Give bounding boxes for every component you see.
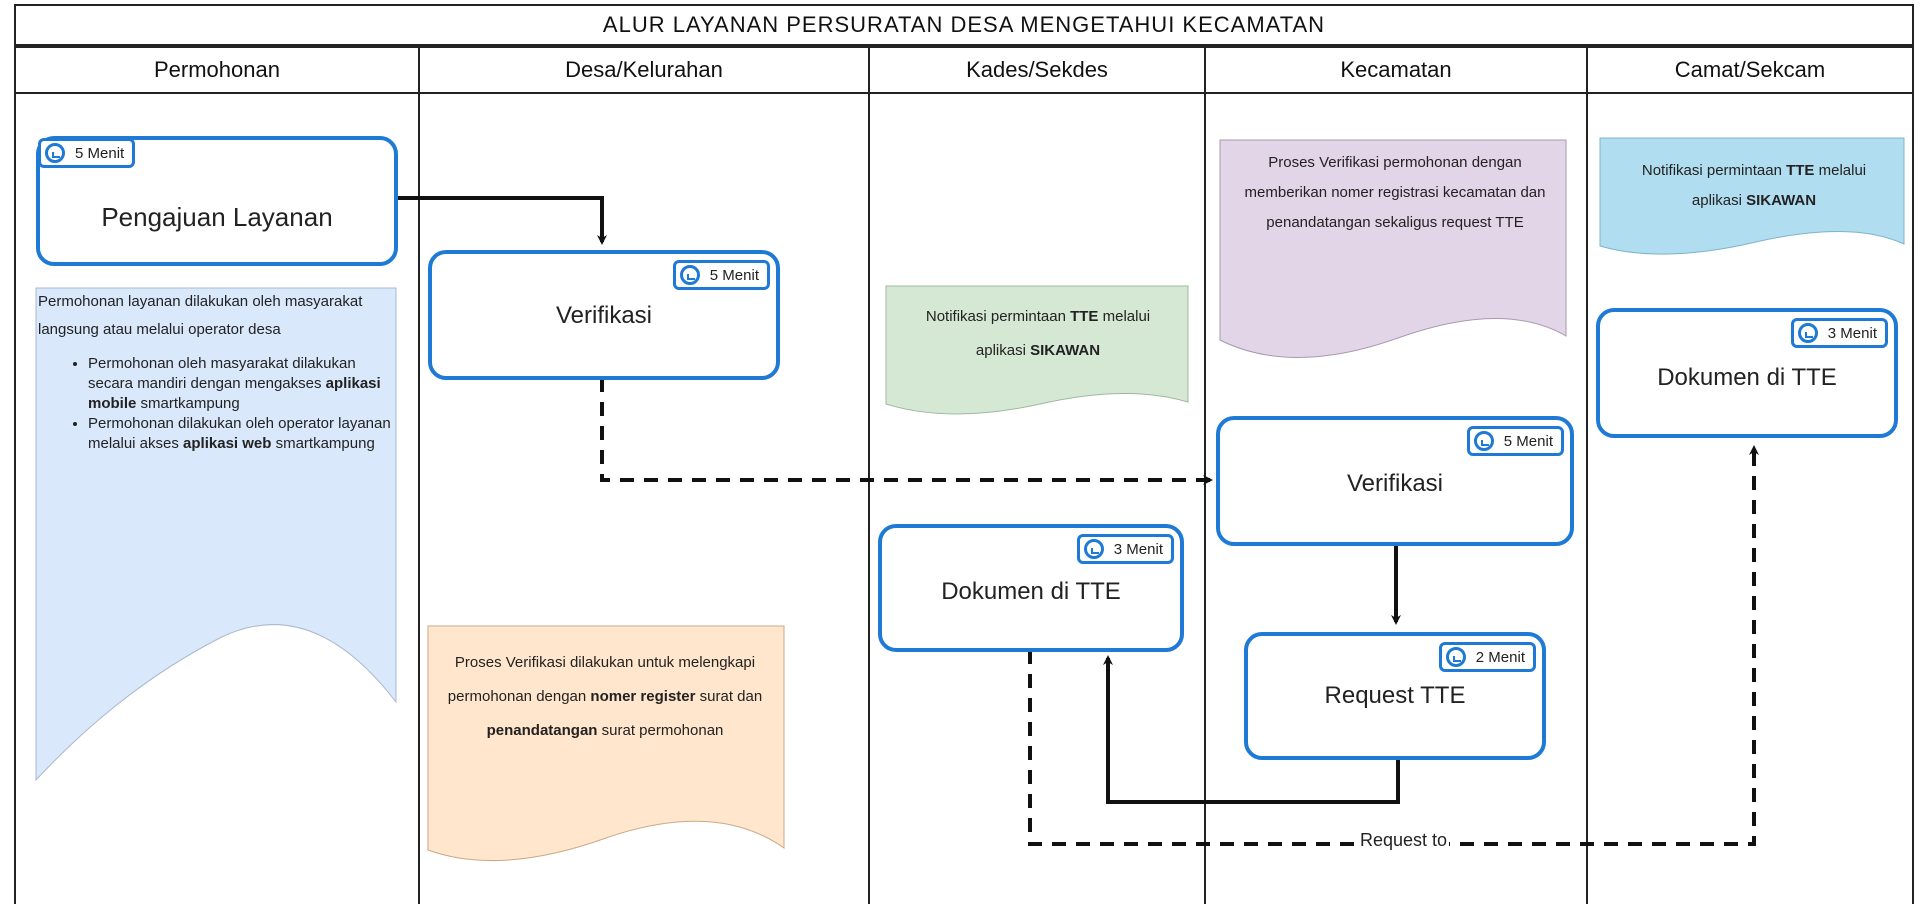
node-dokumen-tte-kades: 3 Menit Dokumen di TTE bbox=[878, 524, 1184, 652]
edge-label-request-to: Request to bbox=[1358, 830, 1450, 851]
note-desa-bold-2: penandatangan bbox=[486, 722, 598, 739]
note-camat: Notifikasi permintaan TTE melalui aplika… bbox=[1616, 156, 1892, 216]
note-permohonan-bullet-2: Permohonan dilakukan oleh operator layan… bbox=[88, 414, 394, 454]
time-badge-label: 5 Menit bbox=[75, 144, 125, 162]
bullet-1-post: smartkampung bbox=[136, 395, 240, 412]
node-verifikasi-kecamatan: 5 Menit Verifikasi bbox=[1216, 416, 1574, 546]
clock-icon bbox=[1083, 539, 1104, 559]
note-permohonan-shape bbox=[35, 287, 397, 782]
note-kades-shape bbox=[885, 285, 1189, 415]
note-desa-text-3: surat permohonan bbox=[597, 722, 724, 739]
time-badge-label: 3 Menit bbox=[1113, 540, 1163, 558]
node-label: Verifikasi bbox=[555, 302, 653, 329]
bullet-1-text: Permohonan oleh masyarakat dilakukan sec… bbox=[88, 355, 356, 392]
note-camat-shape bbox=[1599, 137, 1905, 255]
time-badge: 5 Menit bbox=[672, 260, 770, 290]
clock-icon bbox=[1445, 647, 1466, 667]
node-pengajuan-layanan: 5 Menit Pengajuan Layanan bbox=[36, 136, 398, 266]
clock-icon bbox=[1797, 323, 1818, 343]
node-label: Dokumen di TTE bbox=[941, 578, 1121, 605]
time-badge-label: 5 Menit bbox=[709, 266, 759, 284]
edge-pengajuan-to-verifikasi bbox=[396, 196, 607, 245]
note-kades: Notifikasi permintaan TTE melalui aplika… bbox=[900, 300, 1176, 368]
time-badge: 2 Menit bbox=[1438, 642, 1536, 672]
time-badge: 5 Menit bbox=[1466, 426, 1564, 456]
clock-icon bbox=[679, 265, 700, 285]
time-badge: 5 Menit bbox=[38, 138, 136, 168]
time-badge: 3 Menit bbox=[1076, 534, 1174, 564]
time-badge-label: 2 Menit bbox=[1475, 648, 1525, 666]
diagram-title: ALUR LAYANAN PERSURATAN DESA MENGETAHUI … bbox=[14, 4, 1914, 46]
node-label: Dokumen di TTE bbox=[1657, 364, 1837, 391]
bullet-2-post: smartkampung bbox=[271, 435, 375, 452]
lane-header-permohonan: Permohonan bbox=[14, 46, 420, 94]
note-kades-bold-1: TTE bbox=[1070, 308, 1099, 325]
note-permohonan: Permohonan layanan dilakukan oleh masyar… bbox=[38, 288, 394, 454]
note-permohonan-list: Permohonan oleh masyarakat dilakukan sec… bbox=[38, 354, 394, 454]
bullet-1-bold: aplikasi mobile bbox=[88, 375, 381, 412]
lane-header-kades-sekdes: Kades/Sekdes bbox=[868, 46, 1206, 94]
lane-header-desa-kelurahan: Desa/Kelurahan bbox=[418, 46, 870, 94]
note-kades-text-1: Notifikasi permintaan bbox=[925, 308, 1071, 325]
time-badge: 3 Menit bbox=[1790, 318, 1888, 348]
time-badge-label: 3 Menit bbox=[1827, 324, 1877, 342]
note-desa-text-2: surat dan bbox=[695, 688, 763, 705]
clock-icon bbox=[1473, 431, 1494, 451]
note-desa-bold-1: nomer register bbox=[590, 688, 696, 705]
bullet-2-text: Permohonan dilakukan oleh operator layan… bbox=[88, 415, 391, 452]
node-dokumen-tte-camat: 3 Menit Dokumen di TTE bbox=[1596, 308, 1898, 438]
bullet-2-bold: aplikasi web bbox=[183, 435, 272, 452]
note-kades-bold-2: SIKAWAN bbox=[1030, 342, 1101, 359]
note-camat-bold-1: TTE bbox=[1786, 162, 1815, 179]
node-label: Request TTE bbox=[1324, 682, 1466, 709]
clock-icon bbox=[45, 143, 65, 163]
note-kecamatan-shape bbox=[1219, 139, 1567, 358]
node-verifikasi-desa: 5 Menit Verifikasi bbox=[428, 250, 780, 380]
node-request-tte: 2 Menit Request TTE bbox=[1244, 632, 1546, 760]
note-kecamatan: Proses Verifikasi permohonan dengan memb… bbox=[1244, 154, 1546, 231]
time-badge-label: 5 Menit bbox=[1503, 432, 1553, 450]
node-label: Verifikasi bbox=[1346, 470, 1444, 497]
note-camat-bold-2: SIKAWAN bbox=[1746, 192, 1817, 209]
lane-header-kecamatan: Kecamatan bbox=[1204, 46, 1588, 94]
edge-request-to-dokumen-kades bbox=[1103, 655, 1400, 804]
node-label: Pengajuan Layanan bbox=[101, 202, 333, 232]
note-camat-text-2: melalui aplikasi bbox=[1691, 162, 1867, 209]
edge-verifikasi-desa-to-kecamatan bbox=[600, 378, 1213, 485]
note-desa-shape bbox=[427, 625, 785, 862]
note-kades-text-2: melalui aplikasi bbox=[975, 308, 1151, 359]
lane-header-camat-sekcam: Camat/Sekcam bbox=[1586, 46, 1914, 94]
lane-camat-sekcam bbox=[1586, 94, 1914, 904]
note-permohonan-bullet-1: Permohonan oleh masyarakat dilakukan sec… bbox=[88, 354, 394, 414]
note-desa-text-1: Proses Verifikasi dilakukan untuk meleng… bbox=[447, 654, 756, 705]
note-permohonan-intro: Permohonan layanan dilakukan oleh masyar… bbox=[38, 293, 363, 338]
note-camat-text-1: Notifikasi permintaan bbox=[1641, 162, 1787, 179]
note-desa: Proses Verifikasi dilakukan untuk meleng… bbox=[432, 646, 778, 748]
